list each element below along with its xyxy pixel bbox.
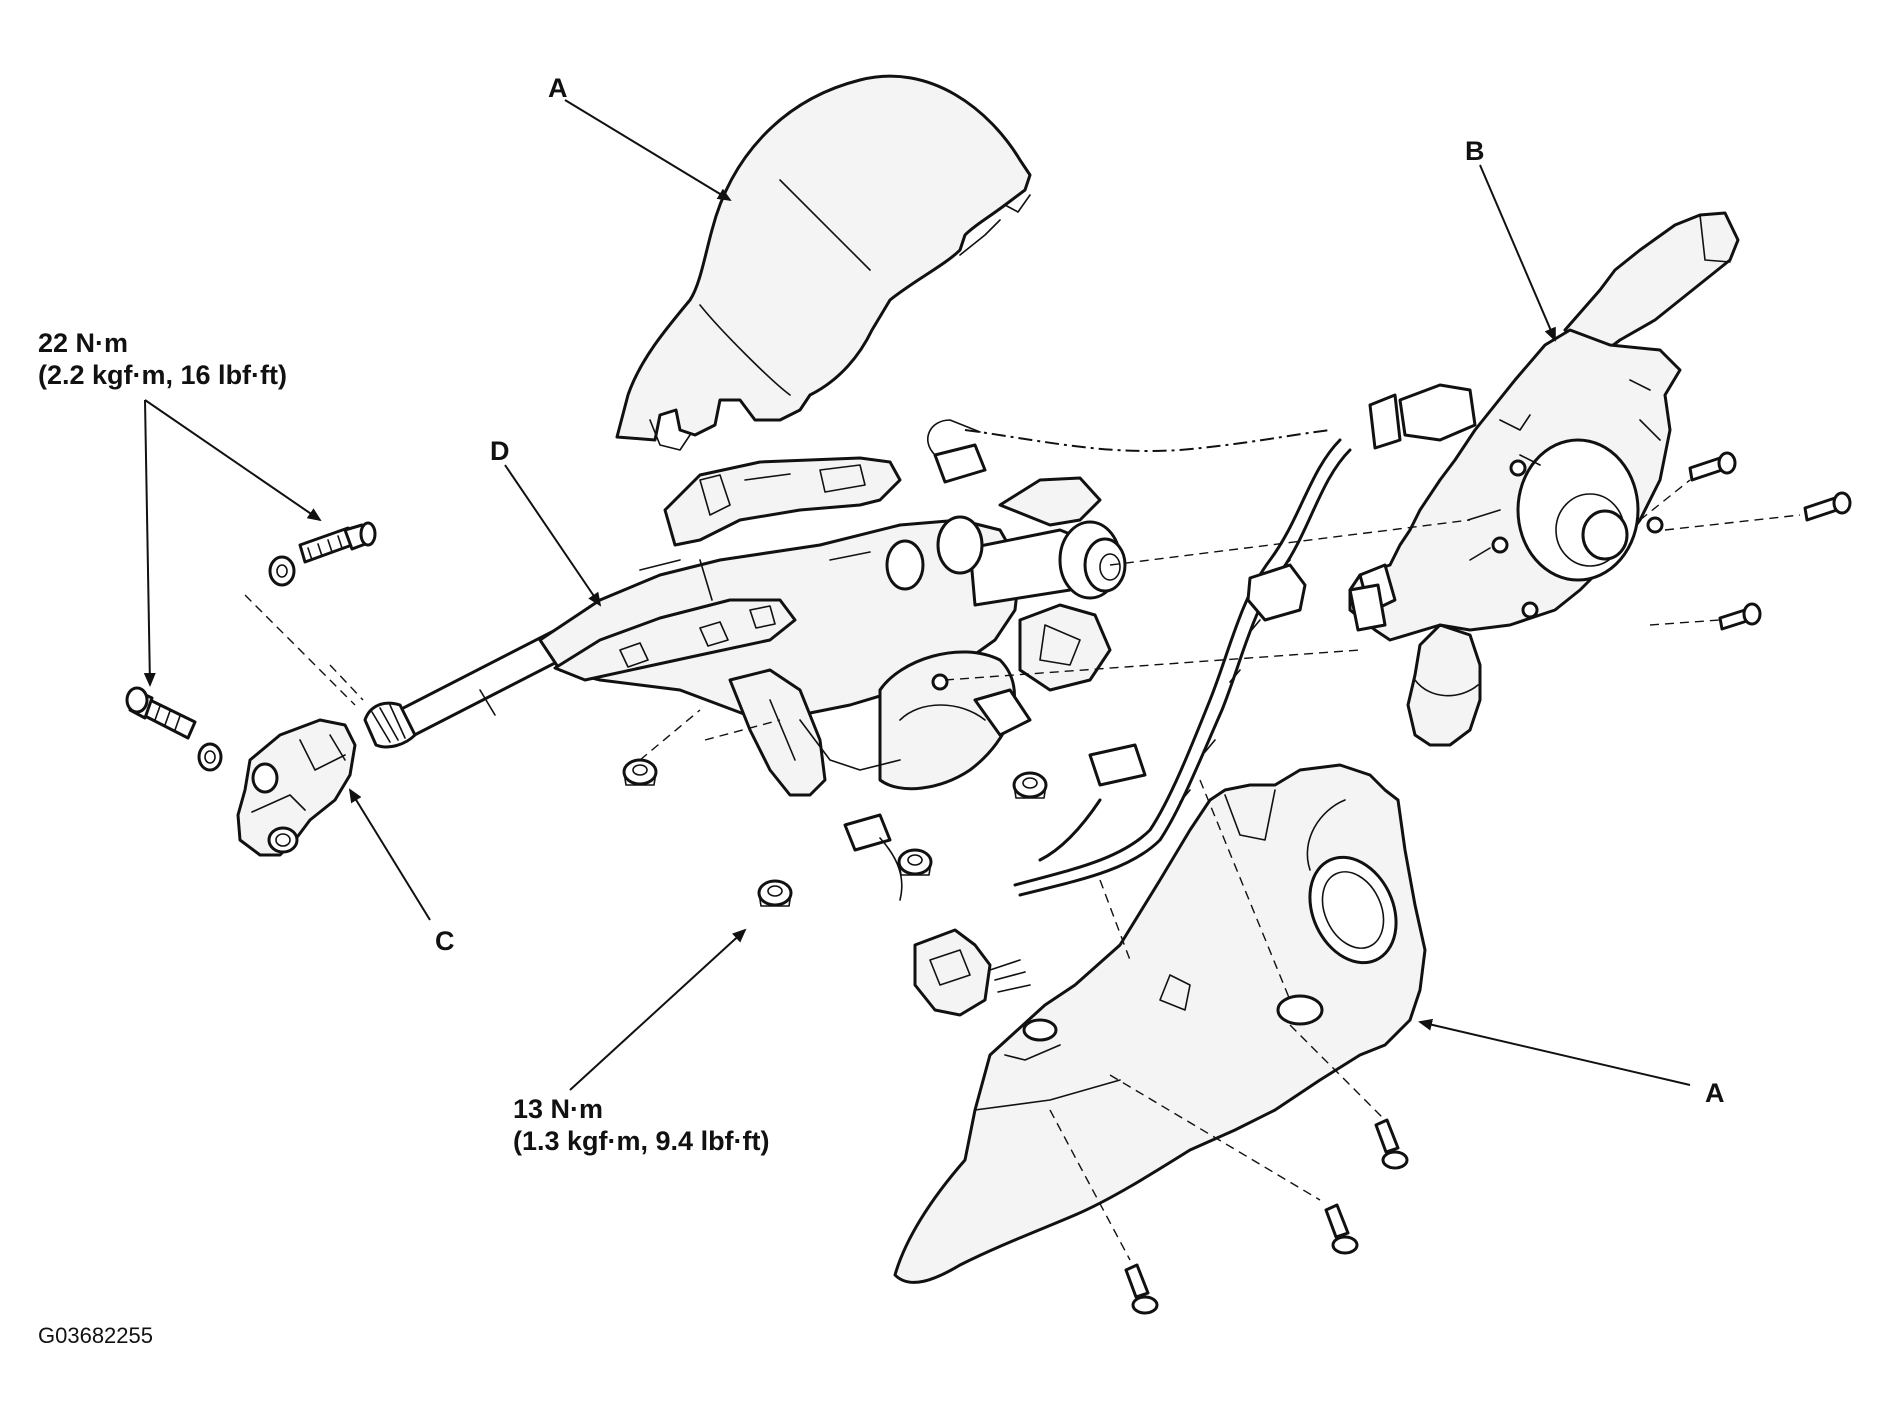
screw-a3 bbox=[1124, 1263, 1159, 1315]
nut-1 bbox=[622, 758, 658, 786]
leader-a-bottom bbox=[1418, 1018, 1691, 1086]
steering-joint bbox=[236, 718, 357, 857]
steering-column-assembly bbox=[363, 456, 1127, 797]
bolt-lower bbox=[125, 686, 197, 740]
callout-d: D bbox=[490, 436, 510, 466]
washer-upper bbox=[268, 555, 296, 587]
torque-lower-line2: (1.3 kgf·m, 9.4 lbf·ft) bbox=[513, 1126, 770, 1156]
torque-lower-line1: 13 N·m bbox=[513, 1094, 603, 1124]
labels: A B D C A 22 N·m (2.2 kgf·m, 16 lbf·ft) … bbox=[38, 73, 1725, 1348]
callout-b: B bbox=[1465, 136, 1485, 166]
leader-a-top bbox=[564, 99, 732, 202]
combination-switch bbox=[1348, 211, 1740, 747]
leader-22nm-bolt-lower bbox=[143, 399, 156, 687]
screw-b1 bbox=[1688, 451, 1737, 482]
nut-3 bbox=[897, 848, 933, 876]
screw-b2 bbox=[1803, 491, 1852, 522]
nut-2 bbox=[1012, 771, 1048, 799]
cover-screws bbox=[1124, 1118, 1409, 1315]
leader-13nm bbox=[569, 928, 747, 1091]
torque-upper-line2: (2.2 kgf·m, 16 lbf·ft) bbox=[38, 360, 287, 390]
alignment-lines bbox=[244, 479, 1801, 1261]
leader-c bbox=[348, 788, 431, 921]
washer-lower bbox=[197, 742, 223, 772]
leader-b bbox=[1479, 164, 1556, 342]
bolt-upper bbox=[298, 521, 377, 564]
callout-c: C bbox=[435, 926, 455, 956]
screw-a2 bbox=[1324, 1203, 1359, 1255]
callout-a-top: A bbox=[548, 73, 568, 103]
torque-upper-line1: 22 N·m bbox=[38, 328, 128, 358]
nut-4 bbox=[757, 879, 793, 907]
joint-bolts bbox=[125, 521, 377, 772]
figure-id: G03682255 bbox=[38, 1323, 153, 1348]
leader-lines bbox=[143, 99, 1691, 1091]
screw-b3 bbox=[1718, 602, 1762, 631]
switch-screws bbox=[1688, 451, 1852, 631]
callout-a-bottom: A bbox=[1705, 1078, 1725, 1108]
upper-column-cover bbox=[615, 74, 1032, 451]
leader-22nm-bolt-upper bbox=[144, 399, 322, 522]
wiring-harness bbox=[843, 383, 1477, 1017]
screw-a1 bbox=[1374, 1118, 1409, 1170]
leader-d bbox=[504, 464, 602, 607]
column-nuts bbox=[622, 758, 1048, 907]
lower-column-cover bbox=[893, 763, 1427, 1284]
